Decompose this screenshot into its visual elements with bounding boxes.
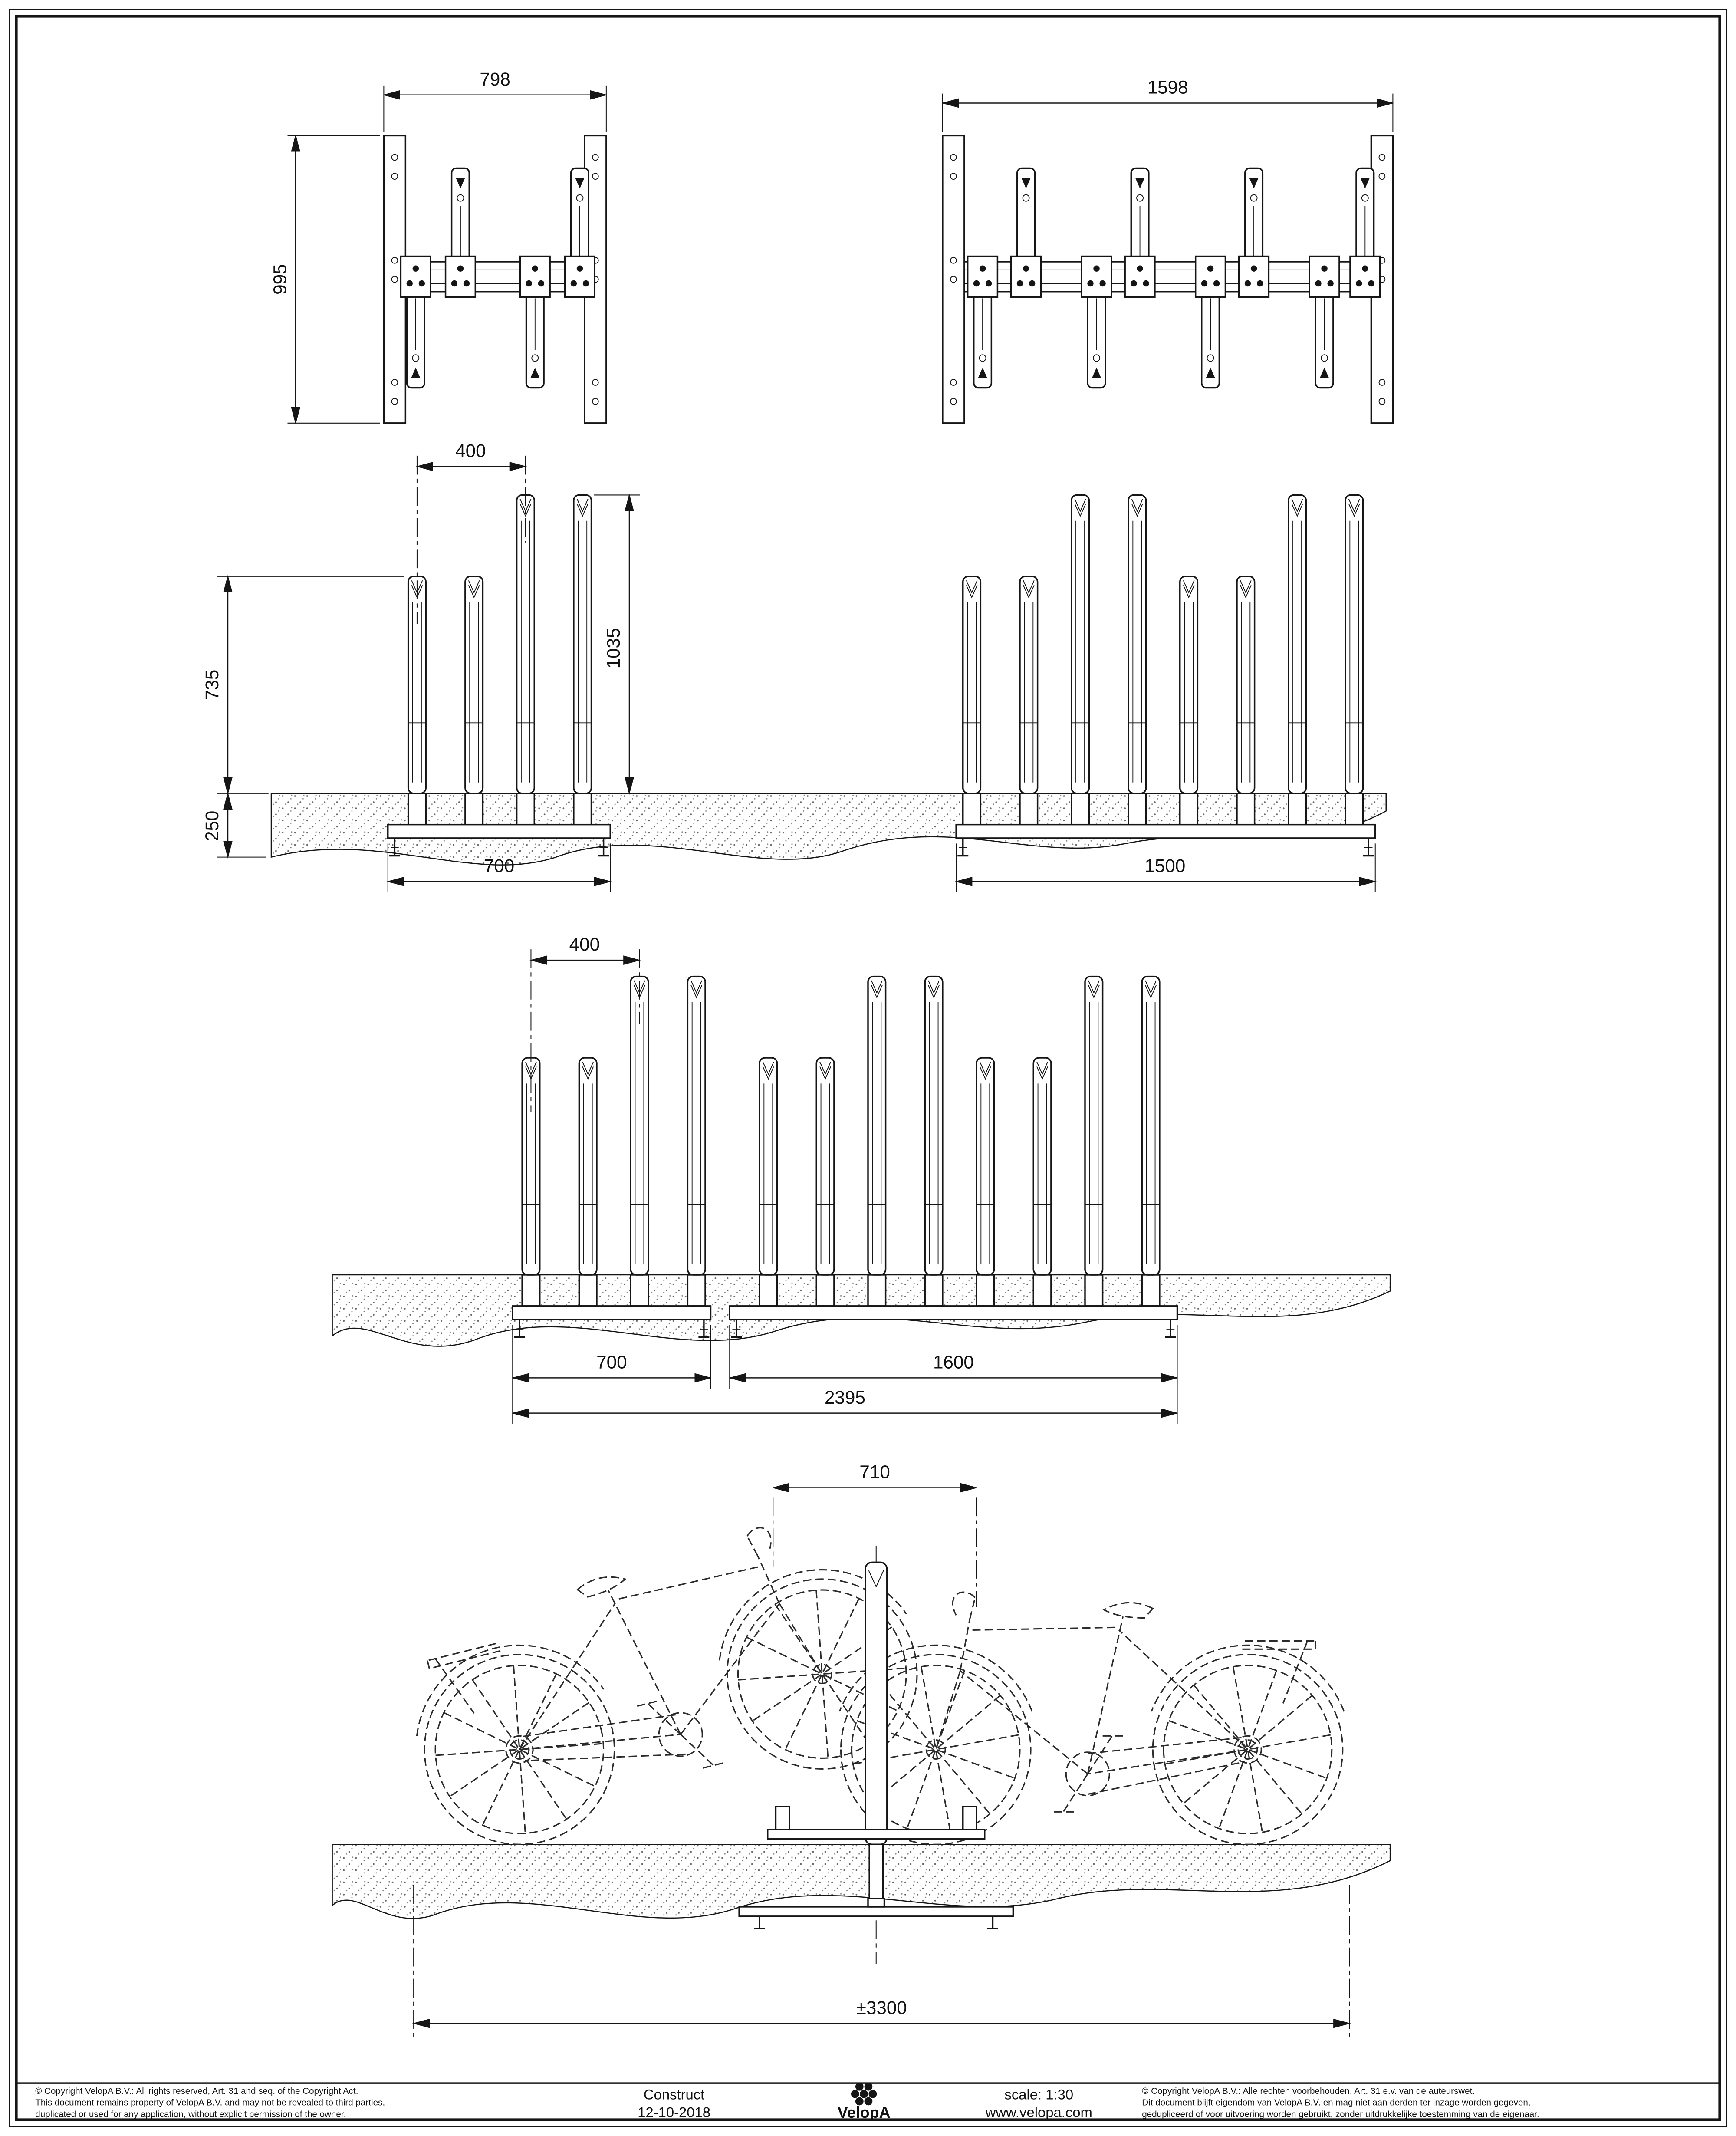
- dimension-pitch-400: 400: [415, 441, 527, 624]
- dim-label-735: 735: [202, 670, 222, 700]
- dimension-base-700: 700: [511, 1325, 712, 1389]
- base-rail: [387, 823, 611, 839]
- copyright-dutch: © Copyright VelopA B.V.: Alle rechten vo…: [1142, 2086, 1539, 2119]
- wheel-holder-low: [1201, 292, 1220, 389]
- front-view-large-module: 1500: [954, 495, 1377, 892]
- wheel-holder-low: [1315, 292, 1334, 389]
- foot-plate: [738, 1906, 1014, 1917]
- wheel-holder-high: [1355, 167, 1375, 264]
- velopa-logo-icon: [851, 2082, 877, 2106]
- website-link[interactable]: www.velopa.com: [985, 2104, 1092, 2120]
- side-plate-left: [942, 135, 965, 424]
- wheel-holder-high: [1016, 167, 1036, 264]
- wheel-holder-low: [1087, 292, 1106, 389]
- top-view-large-module: 1598: [941, 77, 1394, 424]
- wheel-holder-low: [525, 292, 545, 389]
- copyright-nl-line-2: Dit document blijft eigendom van VelopA …: [1142, 2098, 1530, 2108]
- dimension-width-1598: 1598: [941, 77, 1394, 132]
- copyright-nl-line-1: © Copyright VelopA B.V.: Alle rechten vo…: [1142, 2086, 1475, 2096]
- drawing-title: Construct: [644, 2087, 704, 2103]
- dim-label-700: 700: [484, 856, 514, 876]
- dim-label-700: 700: [596, 1352, 627, 1372]
- dim-label-1598: 1598: [1147, 77, 1188, 98]
- dimension-width-798: 798: [382, 69, 608, 132]
- dim-label-400: 400: [569, 934, 600, 954]
- ground-stem: [868, 1843, 884, 1908]
- top-view-small-module: 798 995: [270, 69, 608, 425]
- dim-label-3300: ±3300: [856, 1998, 907, 2018]
- ground-row-side-view: [332, 1843, 1391, 1919]
- frame-outer: [9, 8, 1727, 2128]
- copyright-en-line-2: This document remains property of VelopA…: [35, 2098, 385, 2108]
- dim-label-2395: 2395: [825, 1387, 865, 1408]
- wheel-holder-high: [570, 167, 589, 264]
- dimension-overall-3300: ±3300: [412, 1885, 1351, 2037]
- dimension-spacing-710: 710: [771, 1462, 978, 1607]
- copyright-nl-line-3: gedupliceerd of voor uitvoering worden g…: [1142, 2109, 1539, 2119]
- wheel-holder-low: [406, 292, 425, 389]
- dimension-base-1600: 1600: [728, 1325, 1179, 1424]
- wheel-holder-high: [1244, 167, 1264, 264]
- dimension-total-2395: 2395: [511, 1387, 1179, 1424]
- base-rail: [955, 823, 1376, 839]
- wheel-holder-low: [973, 292, 993, 389]
- front-view-combined: 400 700 1600 2395: [511, 934, 1179, 1424]
- dim-label-1035: 1035: [603, 628, 624, 669]
- drawing-date: 12-10-2018: [638, 2104, 710, 2120]
- dimension-depth-250: 250: [202, 792, 266, 859]
- dim-label-400: 400: [455, 441, 486, 461]
- rack-post-side: [738, 1546, 1014, 1964]
- base-rail-large: [729, 1305, 1178, 1320]
- title-block: © Copyright VelopA B.V.: All rights rese…: [16, 2082, 1720, 2121]
- drawing-scale: scale: 1:30: [1004, 2087, 1073, 2103]
- copyright-en-line-1: © Copyright VelopA B.V.: All rights rese…: [35, 2086, 358, 2096]
- base-rail-side: [767, 1829, 986, 1840]
- base-rail-small: [512, 1305, 712, 1320]
- copyright-en-line-3: duplicated or used for any application, …: [35, 2109, 346, 2119]
- frame-inner: [15, 15, 1721, 2121]
- dimension-base-700: 700: [386, 843, 612, 892]
- wheel-holder-high: [450, 167, 470, 264]
- dim-label-1500: 1500: [1144, 856, 1185, 876]
- dim-label-1600: 1600: [933, 1352, 974, 1372]
- wheel-holder-high: [1130, 167, 1150, 264]
- velopa-logo-text: VelopA: [838, 2103, 891, 2121]
- low-holder-side: [775, 1806, 790, 1830]
- low-holder-side: [962, 1806, 977, 1830]
- front-view-small-module: 400 735 1035 250 700: [202, 441, 640, 892]
- dim-label-798: 798: [480, 69, 510, 89]
- dim-label-250: 250: [202, 811, 222, 841]
- side-view-with-bicycles: 710 ±3300: [388, 1462, 1351, 2037]
- dimension-height-1035: 1035: [594, 494, 640, 795]
- copyright-english: © Copyright VelopA B.V.: All rights rese…: [35, 2086, 385, 2119]
- dim-label-710: 710: [859, 1462, 890, 1482]
- dimension-base-1500: 1500: [954, 843, 1377, 892]
- dimension-depth-995: 995: [270, 134, 380, 425]
- dim-label-995: 995: [270, 264, 290, 294]
